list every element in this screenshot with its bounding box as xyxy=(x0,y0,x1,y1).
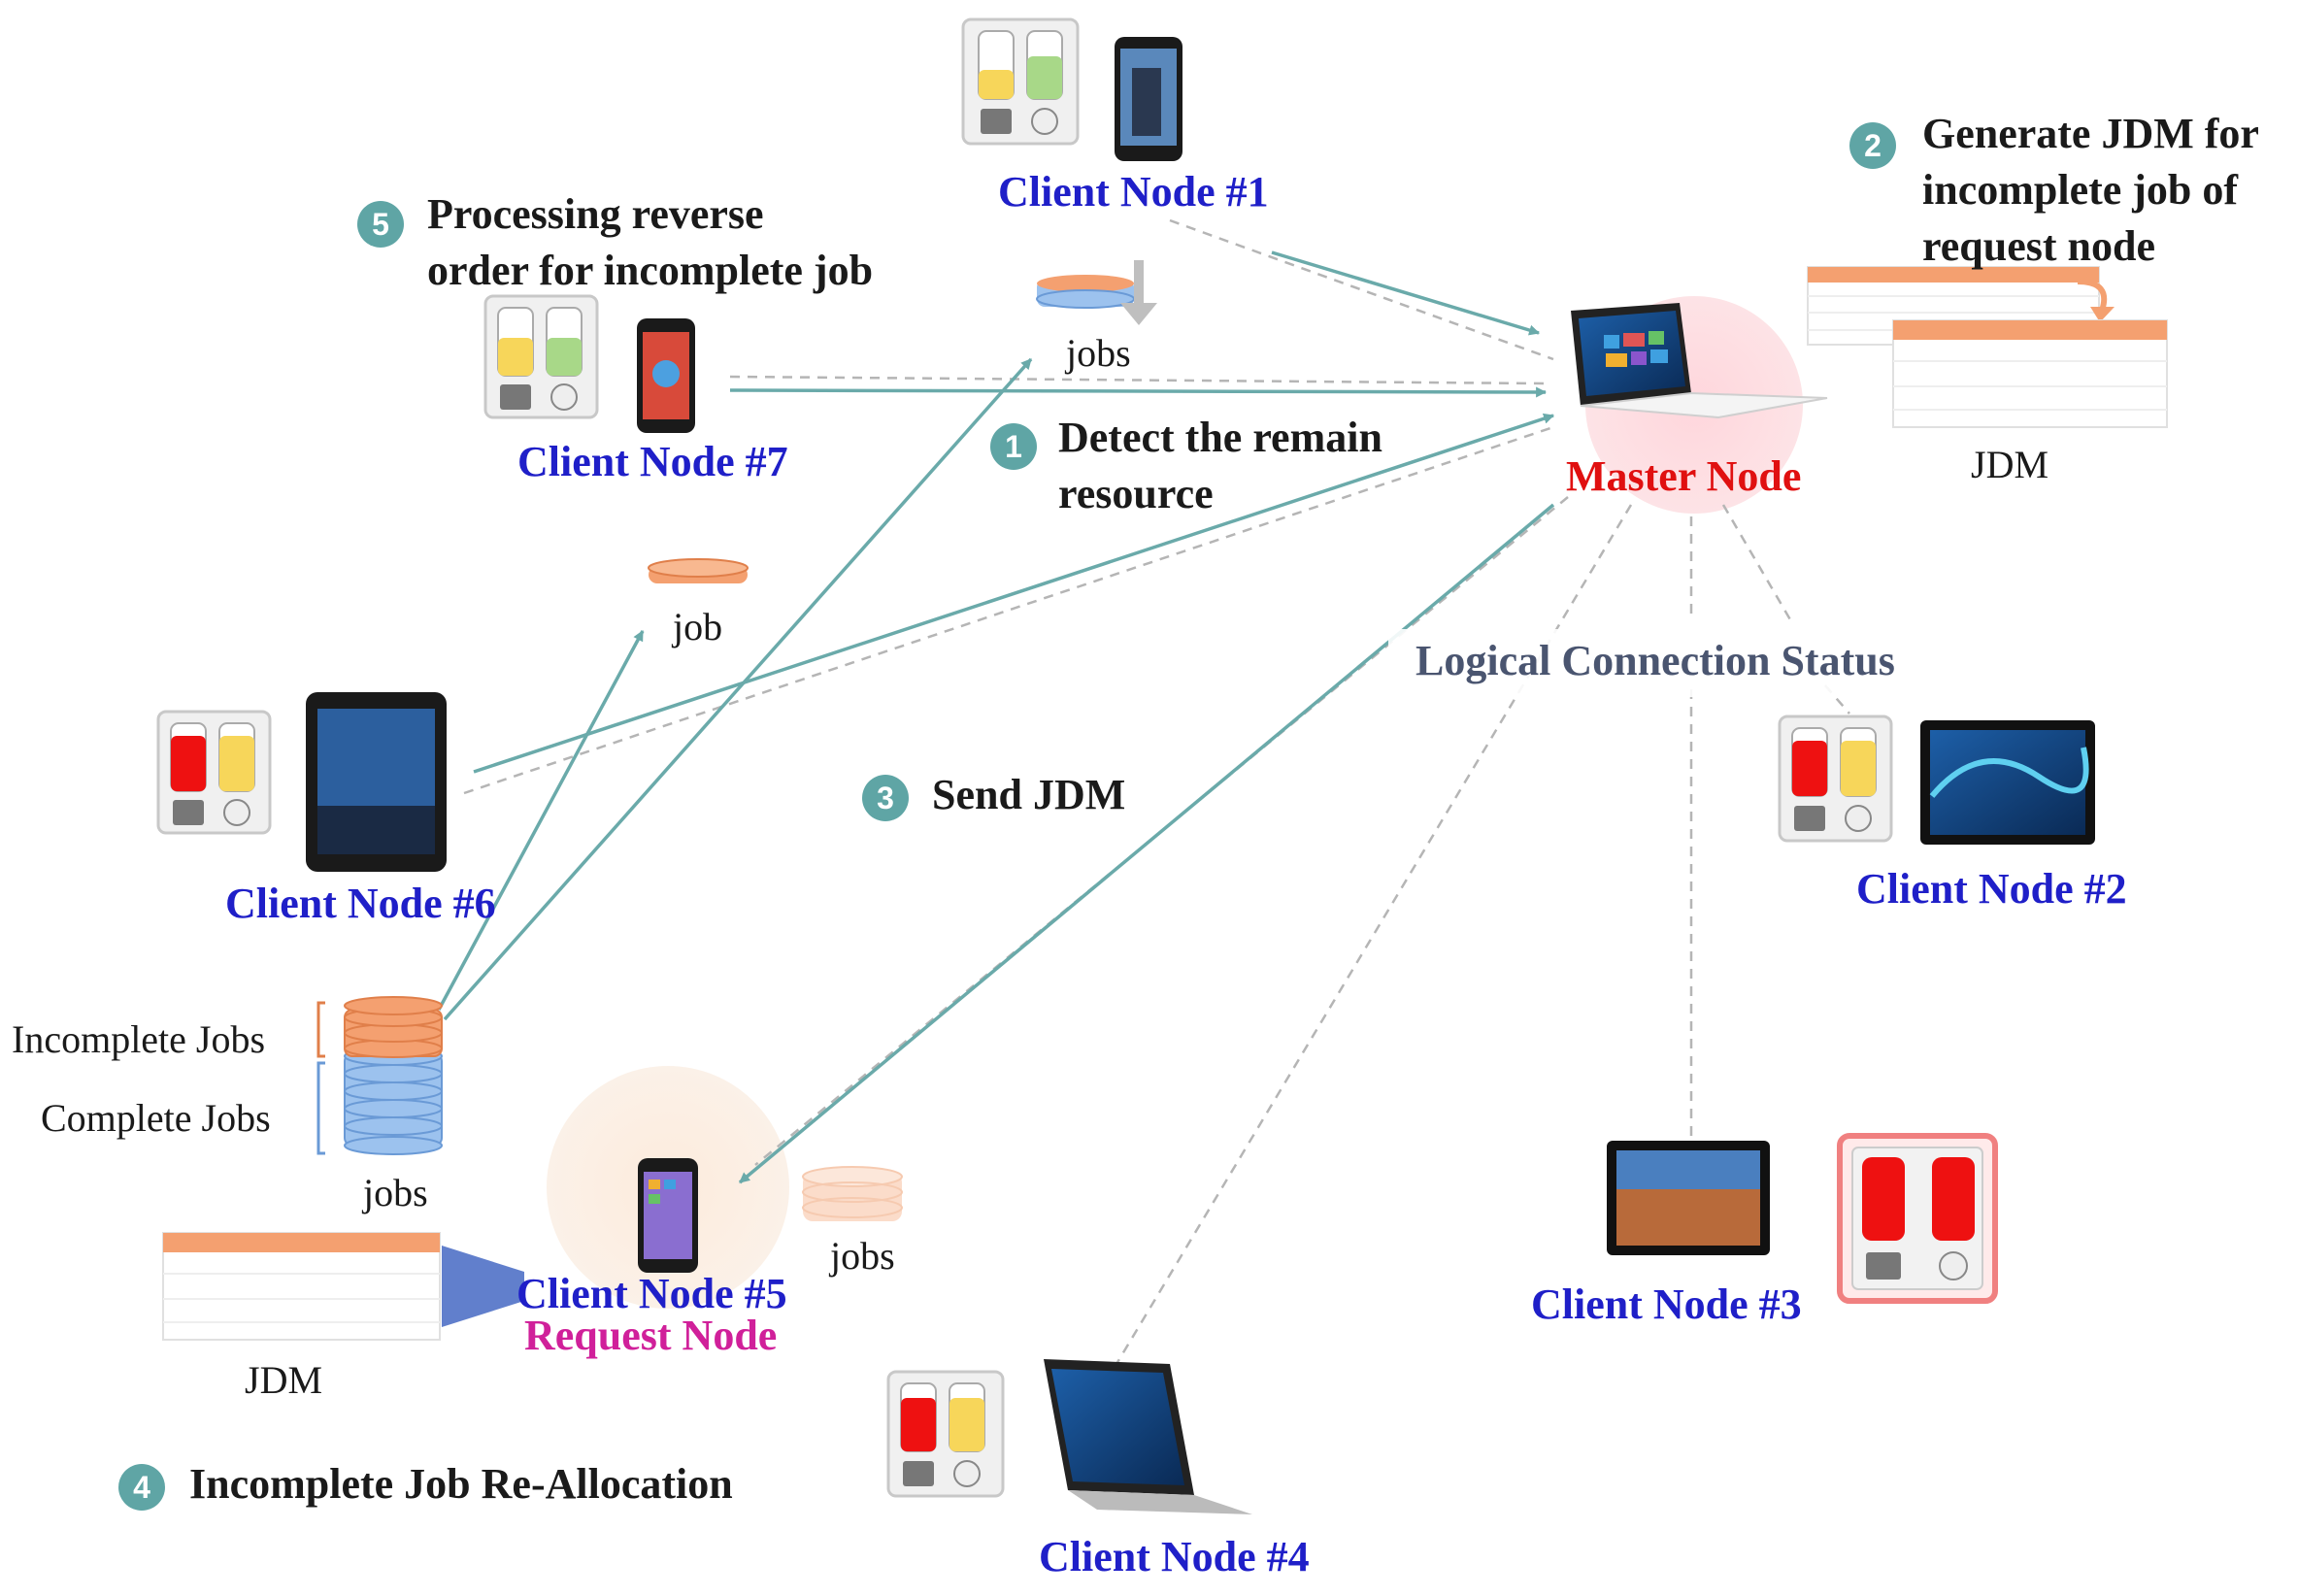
step-5-text: Processing reverse order for incomplete … xyxy=(427,186,873,299)
step-3-badge: 3 xyxy=(862,775,909,821)
logical-connection-status-label: Logical Connection Status xyxy=(1415,637,1895,684)
jdm-master-label: JDM xyxy=(1971,443,2049,486)
step-2-line-3: request node xyxy=(1922,222,2155,270)
jobs-stack-label: jobs xyxy=(363,1171,428,1214)
step-5-line-2: order for incomplete job xyxy=(427,247,874,294)
status-label-bg xyxy=(1388,629,1961,697)
master-laptop-icon xyxy=(1571,303,1828,419)
step-2-line-1: Generate JDM for xyxy=(1922,110,2259,157)
client4-label: Client Node #4 xyxy=(1039,1533,1310,1580)
step-1-text: Detect the remain resource xyxy=(1058,410,1382,522)
jobs-request-label: jobs xyxy=(830,1234,895,1278)
client6-device-icon xyxy=(156,692,447,872)
incomplete-bracket xyxy=(316,1001,325,1058)
client6-label: Client Node #6 xyxy=(225,880,496,927)
client4-device-icon xyxy=(886,1359,1252,1514)
step-3-line-1: Send JDM xyxy=(932,771,1126,818)
jdm-request-table xyxy=(162,1232,524,1341)
step-3-text: Send JDM xyxy=(932,767,1125,823)
job-mid-label: job xyxy=(673,605,723,648)
jobs-disc-request-icon xyxy=(802,1166,903,1221)
request-node-label: Request Node xyxy=(524,1312,778,1359)
jobs-top-label: jobs xyxy=(1066,331,1131,375)
step-1-line-1: Detect the remain xyxy=(1058,414,1382,461)
step-4-badge: 4 xyxy=(118,1464,165,1511)
job-disc-icon xyxy=(648,558,749,583)
complete-jobs-label: Complete Jobs xyxy=(41,1096,271,1140)
data-flow-arrows xyxy=(437,250,1555,1184)
client5-label: Client Node #5 xyxy=(516,1270,787,1317)
incomplete-jobs-label: Incomplete Jobs xyxy=(12,1017,266,1061)
client2-device-icon xyxy=(1778,715,2095,845)
step-5-badge: 5 xyxy=(357,201,404,248)
client7-device-icon xyxy=(483,294,695,433)
client3-label: Client Node #3 xyxy=(1531,1280,1802,1328)
step-1-line-2: resource xyxy=(1058,470,1214,517)
client3-device-icon xyxy=(1607,1133,1998,1304)
step-1-badge: 1 xyxy=(990,423,1037,470)
client1-label: Client Node #1 xyxy=(998,168,1269,216)
client7-label: Client Node #7 xyxy=(517,438,788,485)
jdm-master-tables xyxy=(1807,266,2168,428)
complete-bracket xyxy=(316,1061,325,1155)
step-2-text: Generate JDM for incomplete job of reque… xyxy=(1922,106,2259,275)
client5-device-icon xyxy=(638,1158,698,1273)
step-4-line-1: Incomplete Job Re-Allocation xyxy=(189,1460,733,1508)
step-5-line-1: Processing reverse xyxy=(427,190,764,238)
step-2-badge: 2 xyxy=(1849,122,1896,169)
incomplete-jobs-discs xyxy=(344,996,443,1058)
jobs-disc-top-icon xyxy=(1036,260,1157,325)
jdm-request-label: JDM xyxy=(245,1358,323,1402)
client1-device-icon xyxy=(961,17,1182,161)
client2-label: Client Node #2 xyxy=(1856,865,2127,913)
step-2-line-2: incomplete job of xyxy=(1922,166,2239,214)
jobs-stack xyxy=(316,996,443,1155)
master-node-label: Master Node xyxy=(1566,452,1802,500)
complete-jobs-discs xyxy=(344,1047,443,1155)
step-4-text: Incomplete Job Re-Allocation xyxy=(189,1456,733,1513)
